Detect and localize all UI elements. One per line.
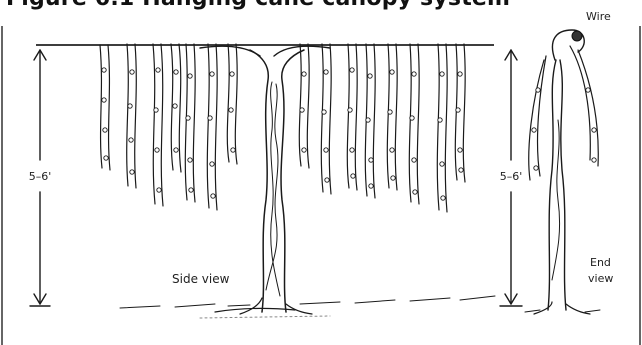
wire-label: Wire (586, 10, 611, 23)
height-label-right: 5–6' (500, 170, 523, 183)
side-view-label: Side view (172, 272, 230, 286)
height-label-left: 5–6' (29, 170, 52, 183)
end-view-label-line2: view (588, 272, 613, 285)
side-view-ground (120, 296, 495, 318)
end-view-label-line1: End (590, 256, 611, 269)
end-view-buds (532, 88, 596, 170)
end-view-wire-icon (572, 31, 582, 41)
